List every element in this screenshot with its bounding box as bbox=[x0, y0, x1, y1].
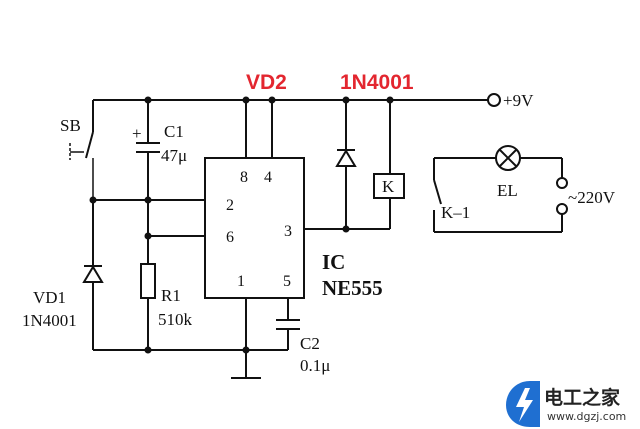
mains-label: ~220V bbox=[568, 188, 616, 207]
c1-label: C1 bbox=[164, 122, 184, 141]
relay-label: K bbox=[382, 177, 395, 196]
ground-rail bbox=[93, 346, 288, 379]
mains-terminal-bottom bbox=[556, 203, 568, 215]
watermark: 电工之家 www.dgzj.com bbox=[506, 381, 626, 427]
ic-label: IC bbox=[322, 250, 345, 274]
supply-rail: +9V bbox=[93, 91, 534, 110]
load-circuit: K–1 EL ~220V bbox=[433, 145, 616, 233]
c2-value: 0.1μ bbox=[300, 356, 330, 375]
ic-ne555: 8 4 2 6 3 1 5 IC NE555 bbox=[144, 100, 383, 378]
diode-vd2 bbox=[335, 100, 390, 233]
pin5-label: 5 bbox=[283, 273, 291, 290]
supply-label: +9V bbox=[503, 91, 534, 110]
pin4-label: 4 bbox=[264, 169, 272, 186]
c1-plus: + bbox=[132, 124, 142, 143]
diode-vd1: VD1 1N4001 bbox=[22, 200, 104, 350]
contact-label: K–1 bbox=[441, 203, 470, 222]
vd2-title: VD2 1N4001 bbox=[246, 71, 414, 94]
pin3-label: 3 bbox=[284, 223, 292, 240]
capacitor-c1: + C1 47μ bbox=[132, 100, 187, 200]
pin6-label: 6 bbox=[226, 229, 234, 246]
vd1-model: 1N4001 bbox=[22, 311, 77, 330]
mains-terminal-top bbox=[556, 177, 568, 189]
watermark-logo-icon bbox=[506, 381, 540, 427]
lamp-label: EL bbox=[497, 181, 518, 200]
vd2-part-label: VD2 bbox=[246, 71, 287, 94]
watermark-url: www.dgzj.com bbox=[547, 410, 626, 423]
pin8-label: 8 bbox=[240, 169, 248, 186]
lamp-el bbox=[495, 145, 521, 171]
supply-terminal bbox=[487, 93, 501, 107]
r1-label: R1 bbox=[161, 286, 181, 305]
capacitor-c2: C2 0.1μ bbox=[276, 319, 330, 375]
c1-value: 47μ bbox=[161, 146, 187, 165]
sb-label: SB bbox=[60, 116, 81, 135]
c2-label: C2 bbox=[300, 334, 320, 353]
relay-k: K bbox=[373, 100, 405, 229]
watermark-name: 电工之家 bbox=[544, 386, 621, 409]
vd2-model-label: 1N4001 bbox=[340, 71, 414, 94]
resistor-r1: R1 510k bbox=[140, 200, 193, 350]
ic-model: NE555 bbox=[322, 276, 383, 300]
pin2-label: 2 bbox=[226, 197, 234, 214]
switch-sb: SB bbox=[60, 100, 94, 200]
vd1-label: VD1 bbox=[33, 288, 66, 307]
pin1-label: 1 bbox=[237, 273, 245, 290]
r1-value: 510k bbox=[158, 310, 193, 329]
